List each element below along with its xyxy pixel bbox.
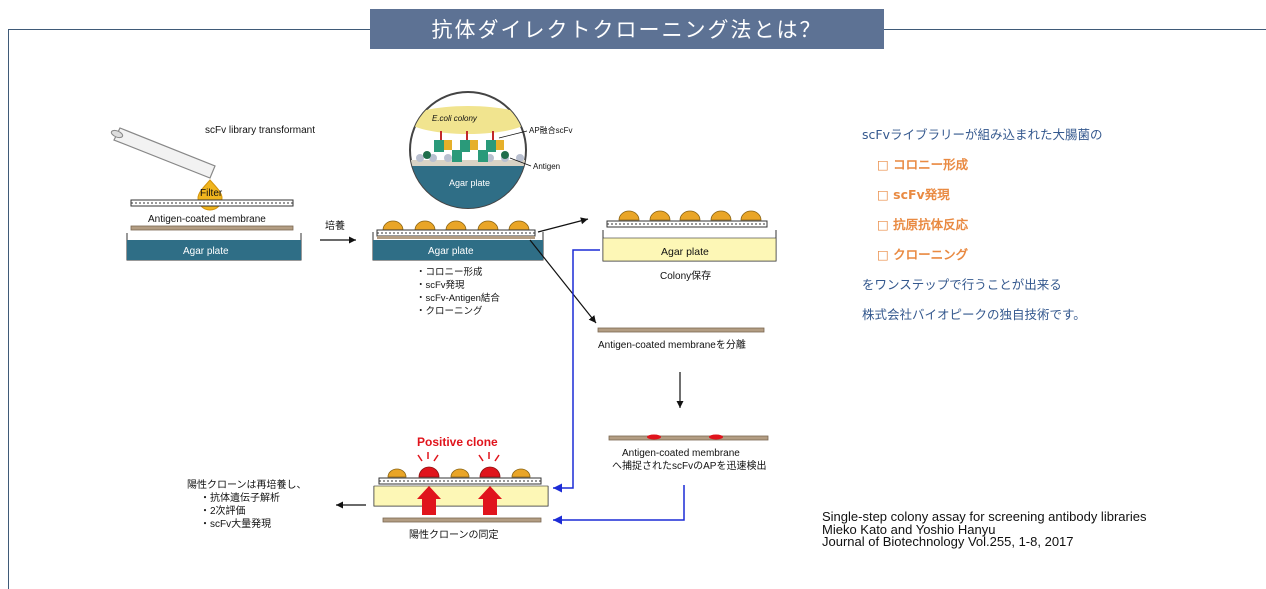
zoom-view — [409, 91, 527, 209]
cloning-diagram: scFv library transformant Filter Antigen… — [110, 91, 777, 541]
zoom-agar-label: Agar plate — [449, 178, 490, 188]
reculture-title: 陽性クローンは再培養し、 — [187, 478, 307, 491]
separate-label: Antigen-coated membraneを分離 — [598, 338, 746, 351]
signal-spot — [709, 434, 723, 440]
description-panel: scFvライブラリーが組み込まれた大腸菌の □ コロニー形成 □ scFv発現 … — [862, 120, 1102, 330]
step-item: ・クローニング — [416, 305, 483, 317]
reculture-item: ・抗体遺伝子解析 — [200, 491, 280, 504]
description-item: □ 抗原抗体反応 — [877, 217, 969, 232]
colony-row-2 — [382, 220, 530, 231]
colony-row-6 — [387, 466, 531, 478]
description-item: □ コロニー形成 — [877, 157, 969, 172]
arrow-to-storage — [537, 217, 589, 233]
agar-label-3: Agar plate — [661, 246, 709, 258]
ecoli-label: E.coli colony — [432, 114, 478, 123]
positive-clone-label: Positive clone — [417, 435, 498, 449]
agar-label: Agar plate — [183, 246, 229, 257]
reculture-item: ・2次評価 — [200, 504, 246, 517]
step-list: ・コロニー形成 ・scFv発現 ・scFv-Antigen結合 ・クローニング — [416, 266, 500, 317]
step-item: ・コロニー形成 — [416, 266, 483, 278]
pipette-tube — [110, 127, 216, 179]
description-item: □ クローニング — [877, 247, 969, 262]
step-item: ・scFv発現 — [416, 279, 465, 291]
step-item: ・scFv-Antigen結合 — [416, 292, 500, 304]
filter — [130, 199, 294, 207]
agar-plate-2 — [373, 240, 543, 260]
agar-plate — [127, 240, 301, 260]
reculture-item: ・scFv大量発現 — [200, 517, 271, 530]
colony-row-3 — [618, 210, 762, 221]
signal-spot — [647, 434, 661, 440]
arrow-to-separate — [529, 239, 597, 324]
description-intro: scFvライブラリーが組み込まれた大腸菌の — [862, 127, 1103, 142]
detect-label-2: へ捕捉されたscFvのAPを迅速検出 — [612, 459, 766, 472]
separated-membrane — [597, 327, 765, 333]
detect-membrane — [608, 435, 769, 441]
up-arrow-icon — [417, 486, 502, 515]
membrane — [130, 225, 294, 231]
ap-scfv-label: AP融合scFv — [529, 125, 573, 135]
description-outro: 株式会社バイオピークの独自技術です。 — [862, 307, 1086, 322]
tube-label: scFv library transformant — [205, 125, 315, 136]
membrane-label: Antigen-coated membrane — [148, 214, 266, 225]
reculture-list: 陽性クローンは再培養し、 ・抗体遺伝子解析 ・2次評価 ・scFv大量発現 — [187, 478, 307, 530]
yellow-plate-6 — [373, 485, 549, 507]
description-item: □ scFv発現 — [877, 187, 950, 202]
page-title: 抗体ダイレクトクローニング法とは？ — [370, 9, 884, 49]
citation-title: Single-step colony assay for screening a… — [822, 509, 1147, 524]
burst-lines — [417, 452, 500, 462]
blue-arrow-storage — [553, 249, 600, 493]
identify-label: 陽性クローンの同定 — [409, 528, 499, 541]
citation-authors: Mieko Kato and Yoshio Hanyu — [822, 521, 996, 537]
filter-label: Filter — [200, 188, 223, 199]
yellow-plate — [602, 237, 777, 262]
antigen-label: Antigen — [533, 162, 560, 171]
citation-journal: Journal of Biotechnology Vol.255, 1-8, 2… — [822, 534, 1074, 549]
agar-label-2: Agar plate — [428, 246, 474, 257]
citation: Single-step colony assay for screening a… — [822, 509, 1147, 549]
description-outro: をワンステップで行うことが出来る — [862, 277, 1062, 292]
blue-arrow-detect — [553, 485, 685, 525]
membrane-6 — [382, 517, 542, 523]
culture-label: 培養 — [325, 219, 345, 232]
detect-label-1: Antigen-coated membrane — [622, 448, 740, 459]
colony-storage-label: Colony保存 — [660, 269, 711, 282]
